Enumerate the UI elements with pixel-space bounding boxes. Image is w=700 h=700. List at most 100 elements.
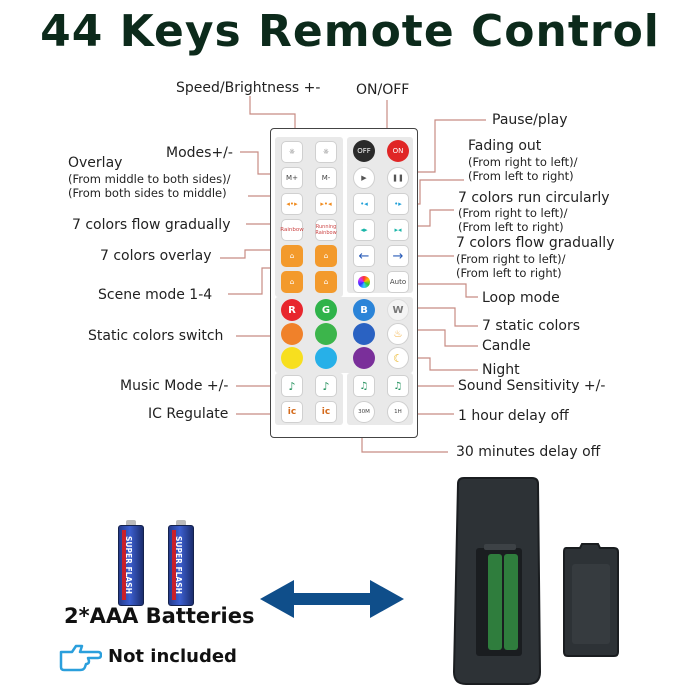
label-night: Night [482, 362, 520, 378]
play-button[interactable]: ▶ [353, 167, 375, 189]
pause-button[interactable]: ❚❚ [387, 167, 409, 189]
flow-right-button[interactable]: → [387, 245, 409, 267]
music-note-icon: ♪ [288, 379, 296, 393]
house-icon: ⌂ [323, 278, 329, 286]
label-candle: Candle [482, 338, 531, 354]
microphone-icon: ♫ [359, 380, 369, 392]
label-ic-regulate: IC Regulate [148, 406, 229, 422]
scene-3-button[interactable]: ⌂ [281, 271, 303, 293]
moon-icon: ☾ [393, 351, 403, 365]
label-on-off: ON/OFF [356, 82, 410, 98]
label-fading-out-sub2: (From left to right) [468, 169, 574, 183]
remote-control: ☼ ☼ OFF ON M+ M- ▶ ❚❚ ◂•▸ ▸•◂ •◂ •▸ Rain… [270, 128, 418, 438]
label-pause-play: Pause/play [492, 112, 568, 128]
label-overlay-sub2: (From both sides to middle) [68, 186, 227, 200]
line-7overlay [220, 249, 283, 259]
scene-1-button[interactable]: ⌂ [281, 245, 303, 267]
cyan-button[interactable] [315, 347, 337, 369]
off-button[interactable]: OFF [353, 140, 375, 162]
label-fading-out: Fading out [468, 138, 542, 154]
label-7-colors-flow-left: 7 colors flow gradually [72, 217, 231, 233]
night-button[interactable]: ☾ [387, 347, 409, 369]
delay-30m-button[interactable]: 30M [353, 401, 375, 423]
play-icon: ▶ [361, 174, 367, 182]
rainbow-button[interactable]: Rainbow [280, 219, 304, 241]
label-scene-mode: Scene mode 1-4 [98, 287, 213, 303]
running-rainbow-button[interactable]: Running Rainbow [315, 219, 337, 241]
music-minus-button[interactable]: ♪ [315, 375, 337, 397]
flow-left-button[interactable]: ← [353, 245, 375, 267]
label-7-colors-flow-sub2: (From left to right) [456, 266, 562, 280]
orange-button[interactable] [281, 323, 303, 345]
scene-2-button[interactable]: ⌂ [315, 245, 337, 267]
label-7-colors-flow-sub1: (From right to left)/ [456, 252, 566, 266]
label-7-colors-run-sub1: (From right to left)/ [458, 206, 568, 220]
mode-plus-button[interactable]: M+ [281, 167, 303, 189]
remote-back-image [452, 477, 619, 685]
label-overlay-sub1: (From middle to both sides)/ [68, 172, 231, 186]
auto-button[interactable]: Auto [387, 271, 409, 293]
arrow-left-icon: ← [358, 248, 370, 264]
label-7-colors-flow-right: 7 colors flow gradually [456, 235, 615, 251]
batteries-caption: 2*AAA Batteries [64, 604, 255, 628]
run-right-button[interactable]: ▸◂ [387, 219, 409, 241]
pointing-hand-icon [59, 644, 102, 672]
yellow-button[interactable] [281, 347, 303, 369]
run-right-icon: ▸◂ [394, 226, 402, 234]
label-modes: Modes+/- [166, 145, 233, 161]
red-button[interactable]: R [281, 299, 303, 321]
label-speed-brightness: Speed/Brightness +- [176, 80, 321, 96]
mode-minus-button[interactable]: M- [315, 167, 337, 189]
music-plus-button[interactable]: ♪ [281, 375, 303, 397]
overlay-out-icon: ◂•▸ [286, 200, 298, 208]
label-30-min-delay: 30 minutes delay off [456, 444, 601, 460]
white-button[interactable]: W [387, 299, 409, 321]
label-1-hour-delay: 1 hour delay off [458, 408, 569, 424]
sensitivity-minus-button[interactable]: ♫ [387, 375, 409, 397]
sensitivity-plus-button[interactable]: ♫ [353, 375, 375, 397]
ic-plus-button[interactable]: ic [281, 401, 303, 423]
brightness-up-button[interactable]: ☼ [281, 141, 303, 163]
label-static-colors-switch: Static colors switch [88, 328, 224, 344]
aaa-battery: SUPER FLASH [168, 520, 194, 606]
label-fading-out-sub1: (From right to left)/ [468, 155, 578, 169]
music-note-icon: ♪ [322, 379, 330, 393]
house-icon: ⌂ [289, 252, 295, 260]
scene-4-button[interactable]: ⌂ [315, 271, 337, 293]
overlay-in-button[interactable]: ▸•◂ [315, 193, 337, 215]
light-green-button[interactable] [315, 323, 337, 345]
fade-right-button[interactable]: •▸ [387, 193, 409, 215]
arrow-right-icon: → [392, 248, 404, 264]
brightness-down-button[interactable]: ☼ [315, 141, 337, 163]
fade-left-icon: •◂ [360, 200, 368, 208]
label-7-colors-overlay: 7 colors overlay [100, 248, 212, 264]
fade-right-icon: •▸ [394, 200, 402, 208]
label-7-colors-run-sub2: (From left to right) [458, 220, 564, 234]
label-sound-sensitivity: Sound Sensitivity +/- [458, 378, 606, 394]
line-pause [405, 119, 486, 173]
overlay-out-button[interactable]: ◂•▸ [281, 193, 303, 215]
candle-icon: ♨ [393, 328, 403, 340]
line-speed [249, 96, 296, 140]
candle-button[interactable]: ♨ [387, 323, 409, 345]
line-loop [405, 283, 478, 298]
ic-minus-button[interactable]: ic [315, 401, 337, 423]
sun-icon: ☼ [288, 148, 296, 156]
dark-blue-button[interactable] [353, 323, 375, 345]
house-icon: ⌂ [289, 278, 295, 286]
label-music-mode: Music Mode +/- [120, 378, 229, 394]
blue-button[interactable]: B [353, 299, 375, 321]
label-overlay: Overlay [68, 155, 123, 171]
fade-left-button[interactable]: •◂ [353, 193, 375, 215]
on-button[interactable]: ON [387, 140, 409, 162]
run-left-button[interactable]: ◂▸ [353, 219, 375, 241]
delay-1h-button[interactable]: 1H [387, 401, 409, 423]
line-7static [410, 307, 478, 327]
not-included-note: Not included [108, 646, 237, 667]
microphone-icon: ♫ [393, 380, 403, 392]
green-button[interactable]: G [315, 299, 337, 321]
loop-color-button[interactable] [353, 271, 375, 293]
purple-button[interactable] [353, 347, 375, 369]
label-loop-mode: Loop mode [482, 290, 560, 306]
aaa-battery: SUPER FLASH [118, 520, 144, 606]
